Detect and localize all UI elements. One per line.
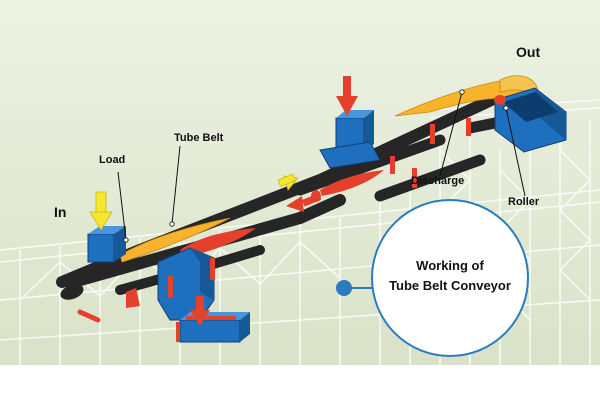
arrow-carry-right bbox=[277, 173, 299, 191]
label-in: In bbox=[54, 204, 67, 220]
leader-lines bbox=[117, 91, 526, 241]
arrow-return-left bbox=[286, 193, 322, 212]
label-tube-belt: Tube Belt bbox=[174, 132, 224, 144]
callout-title: Working of Tube Belt Conveyor bbox=[372, 256, 528, 296]
callout-title-line2: Tube Belt Conveyor bbox=[389, 278, 511, 293]
label-out: Out bbox=[516, 44, 541, 60]
discharge-hopper bbox=[494, 87, 567, 153]
loading-station bbox=[87, 226, 126, 263]
callout-circle bbox=[371, 199, 529, 357]
callout-dot bbox=[336, 280, 352, 296]
label-roller: Roller bbox=[508, 196, 540, 208]
label-discharge: Discharge bbox=[411, 175, 465, 187]
arrow-in bbox=[89, 191, 113, 231]
upper-station bbox=[319, 110, 381, 169]
callout-title-line1: Working of bbox=[416, 258, 484, 273]
arrow-upper-drop bbox=[336, 76, 358, 116]
leader-dots bbox=[123, 89, 509, 243]
arrow-middle-drop bbox=[190, 296, 210, 326]
label-load: Load bbox=[99, 154, 126, 166]
discharge-flow bbox=[77, 170, 384, 323]
